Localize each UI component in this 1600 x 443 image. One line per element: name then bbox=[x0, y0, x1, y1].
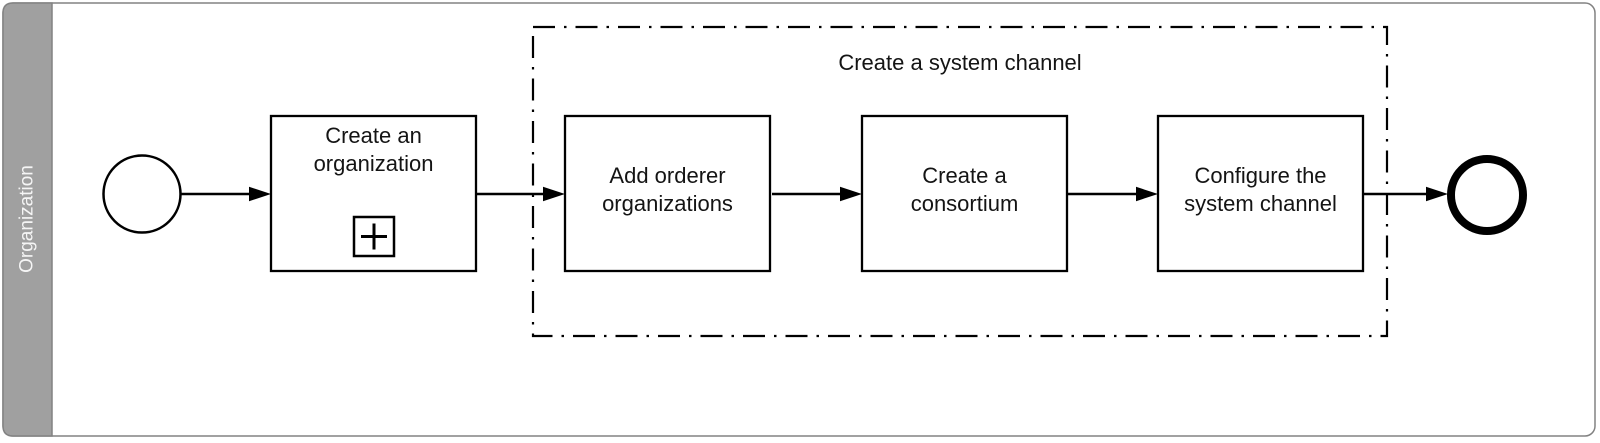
task-label-line: Create a bbox=[922, 163, 1007, 188]
task-label-create-a-consortium: Create a consortium bbox=[862, 116, 1067, 271]
end-event bbox=[1447, 155, 1527, 235]
sequence-flow-3 bbox=[772, 186, 862, 202]
sequence-flow-4 bbox=[1067, 186, 1158, 202]
task-label-line: Add orderer bbox=[609, 163, 726, 188]
task-add-orderer-organizations bbox=[563, 114, 772, 273]
arrowhead-icon bbox=[1136, 186, 1158, 202]
task-label-line: organization bbox=[313, 151, 434, 176]
lane-organization-band bbox=[2, 2, 53, 437]
sequence-flow-5 bbox=[1363, 186, 1448, 202]
sequence-flow-2 bbox=[476, 186, 565, 202]
group-create-a-system-channel bbox=[531, 25, 1389, 338]
task-label-create-an-organization: Create an organization bbox=[271, 122, 476, 178]
task-label-line: Create an bbox=[325, 123, 422, 148]
start-event bbox=[102, 154, 182, 234]
task-label-add-orderer-organizations: Add orderer organizations bbox=[565, 116, 770, 271]
group-label: Create a system channel bbox=[838, 50, 1082, 75]
subprocess-plus-icon bbox=[352, 215, 396, 258]
arrowhead-icon bbox=[840, 186, 862, 202]
sequence-flow-1 bbox=[181, 186, 271, 202]
task-create-a-consortium bbox=[860, 114, 1069, 273]
task-label-line: Configure the bbox=[1194, 163, 1327, 188]
arrowhead-icon bbox=[249, 186, 271, 202]
lane-label: Organization bbox=[16, 165, 38, 273]
task-label-line: consortium bbox=[910, 191, 1019, 216]
task-configure-the-system-channel bbox=[1156, 114, 1365, 273]
arrowhead-icon bbox=[543, 186, 565, 202]
task-label-configure-the-system-channel: Configure the system channel bbox=[1158, 116, 1363, 271]
arrowhead-icon bbox=[1426, 186, 1448, 202]
task-label-line: organizations bbox=[602, 191, 733, 216]
task-label-line: system channel bbox=[1184, 191, 1337, 216]
